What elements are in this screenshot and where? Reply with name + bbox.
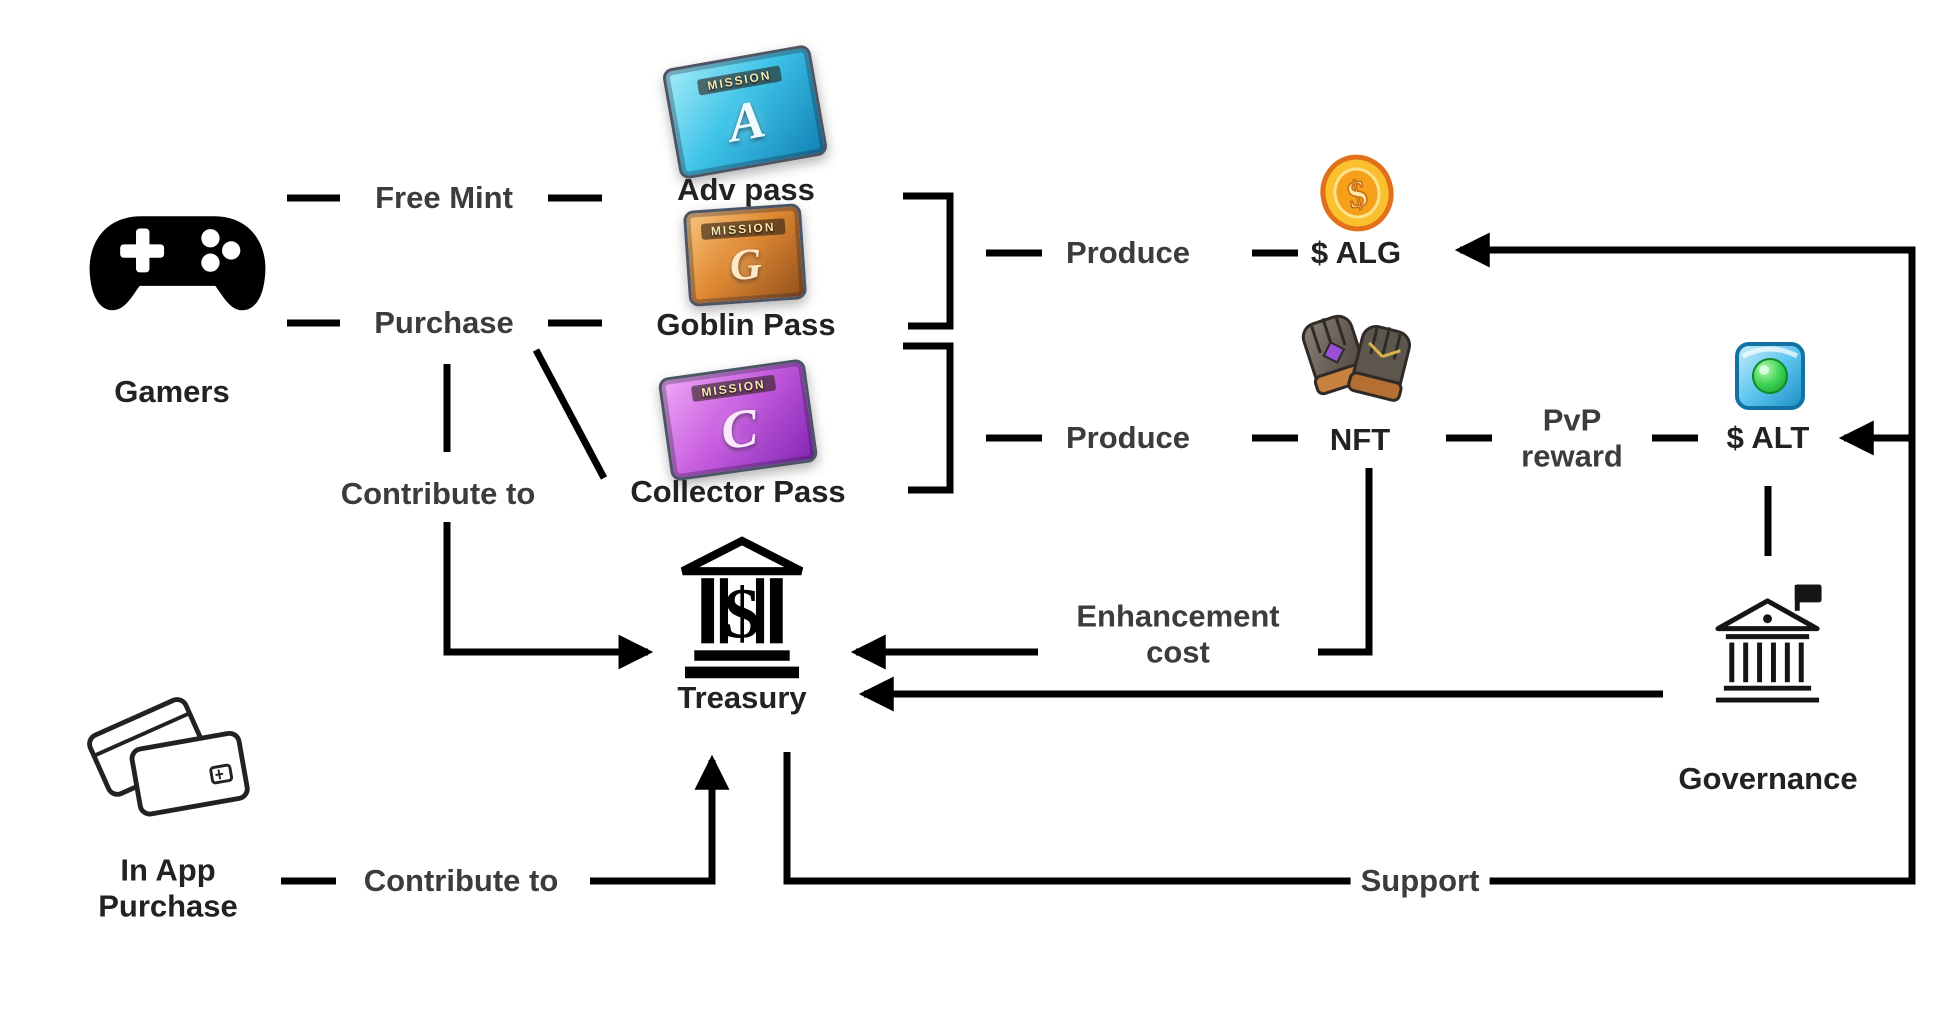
goblin-pass-card-icon: MISSION G bbox=[682, 203, 808, 307]
collector-pass-letter: C bbox=[717, 396, 762, 462]
nft-gloves-icon bbox=[1301, 314, 1411, 402]
bracket-alg-group bbox=[903, 192, 954, 330]
credit-cards-icon bbox=[87, 697, 250, 817]
support-label: Support bbox=[1350, 861, 1490, 901]
gamers-label: Gamers bbox=[114, 374, 230, 410]
nft-label: NFT bbox=[1329, 422, 1391, 458]
contribute-to-upper-label: Contribute to bbox=[340, 476, 536, 512]
treasury-bank-icon: $ bbox=[680, 536, 804, 679]
in-app-purchase-label: In App Purchase bbox=[98, 852, 238, 923]
edge-contribute-upper-treasury bbox=[443, 522, 654, 670]
produce-nft-label: Produce bbox=[1065, 420, 1191, 456]
purchase-label: Purchase bbox=[374, 305, 514, 341]
free-mint-label: Free Mint bbox=[375, 180, 513, 216]
alt-token-label: $ ALT bbox=[1726, 420, 1810, 456]
adv-pass-letter: A bbox=[723, 88, 770, 154]
goblin-pass-letter: G bbox=[728, 238, 764, 290]
edge-contribute-lower-treasury bbox=[590, 754, 730, 885]
produce-alg-label: Produce bbox=[1065, 235, 1191, 271]
collector-pass-label: Collector Pass bbox=[630, 474, 846, 510]
alg-token-label: $ ALG bbox=[1310, 235, 1402, 271]
gamepad-icon bbox=[89, 216, 266, 311]
treasury-label: Treasury bbox=[677, 680, 807, 716]
contribute-to-lower-label: Contribute to bbox=[363, 863, 559, 899]
pvp-reward-label: PvP reward bbox=[1521, 402, 1623, 473]
goblin-pass-label: Goblin Pass bbox=[656, 307, 836, 343]
treasury-dollar-glyph: $ bbox=[724, 574, 760, 654]
governance-label: Governance bbox=[1678, 761, 1858, 797]
alt-cube-icon bbox=[1735, 342, 1805, 410]
edge-purchase-collector-pass bbox=[532, 348, 608, 480]
alg-coin-icon: $ bbox=[1320, 154, 1394, 232]
edge-treasury-support-alg bbox=[783, 232, 1916, 885]
adv-pass-label: Adv pass bbox=[677, 172, 815, 208]
governance-building-icon bbox=[1715, 584, 1822, 703]
mission-banner: MISSION bbox=[700, 217, 786, 240]
enhancement-cost-label: Enhancement cost bbox=[1038, 596, 1318, 672]
bracket-nft-group bbox=[903, 342, 954, 494]
edge-nft-enhancement-treasury bbox=[850, 468, 1373, 670]
collector-pass-card-icon: MISSION C bbox=[657, 358, 819, 482]
